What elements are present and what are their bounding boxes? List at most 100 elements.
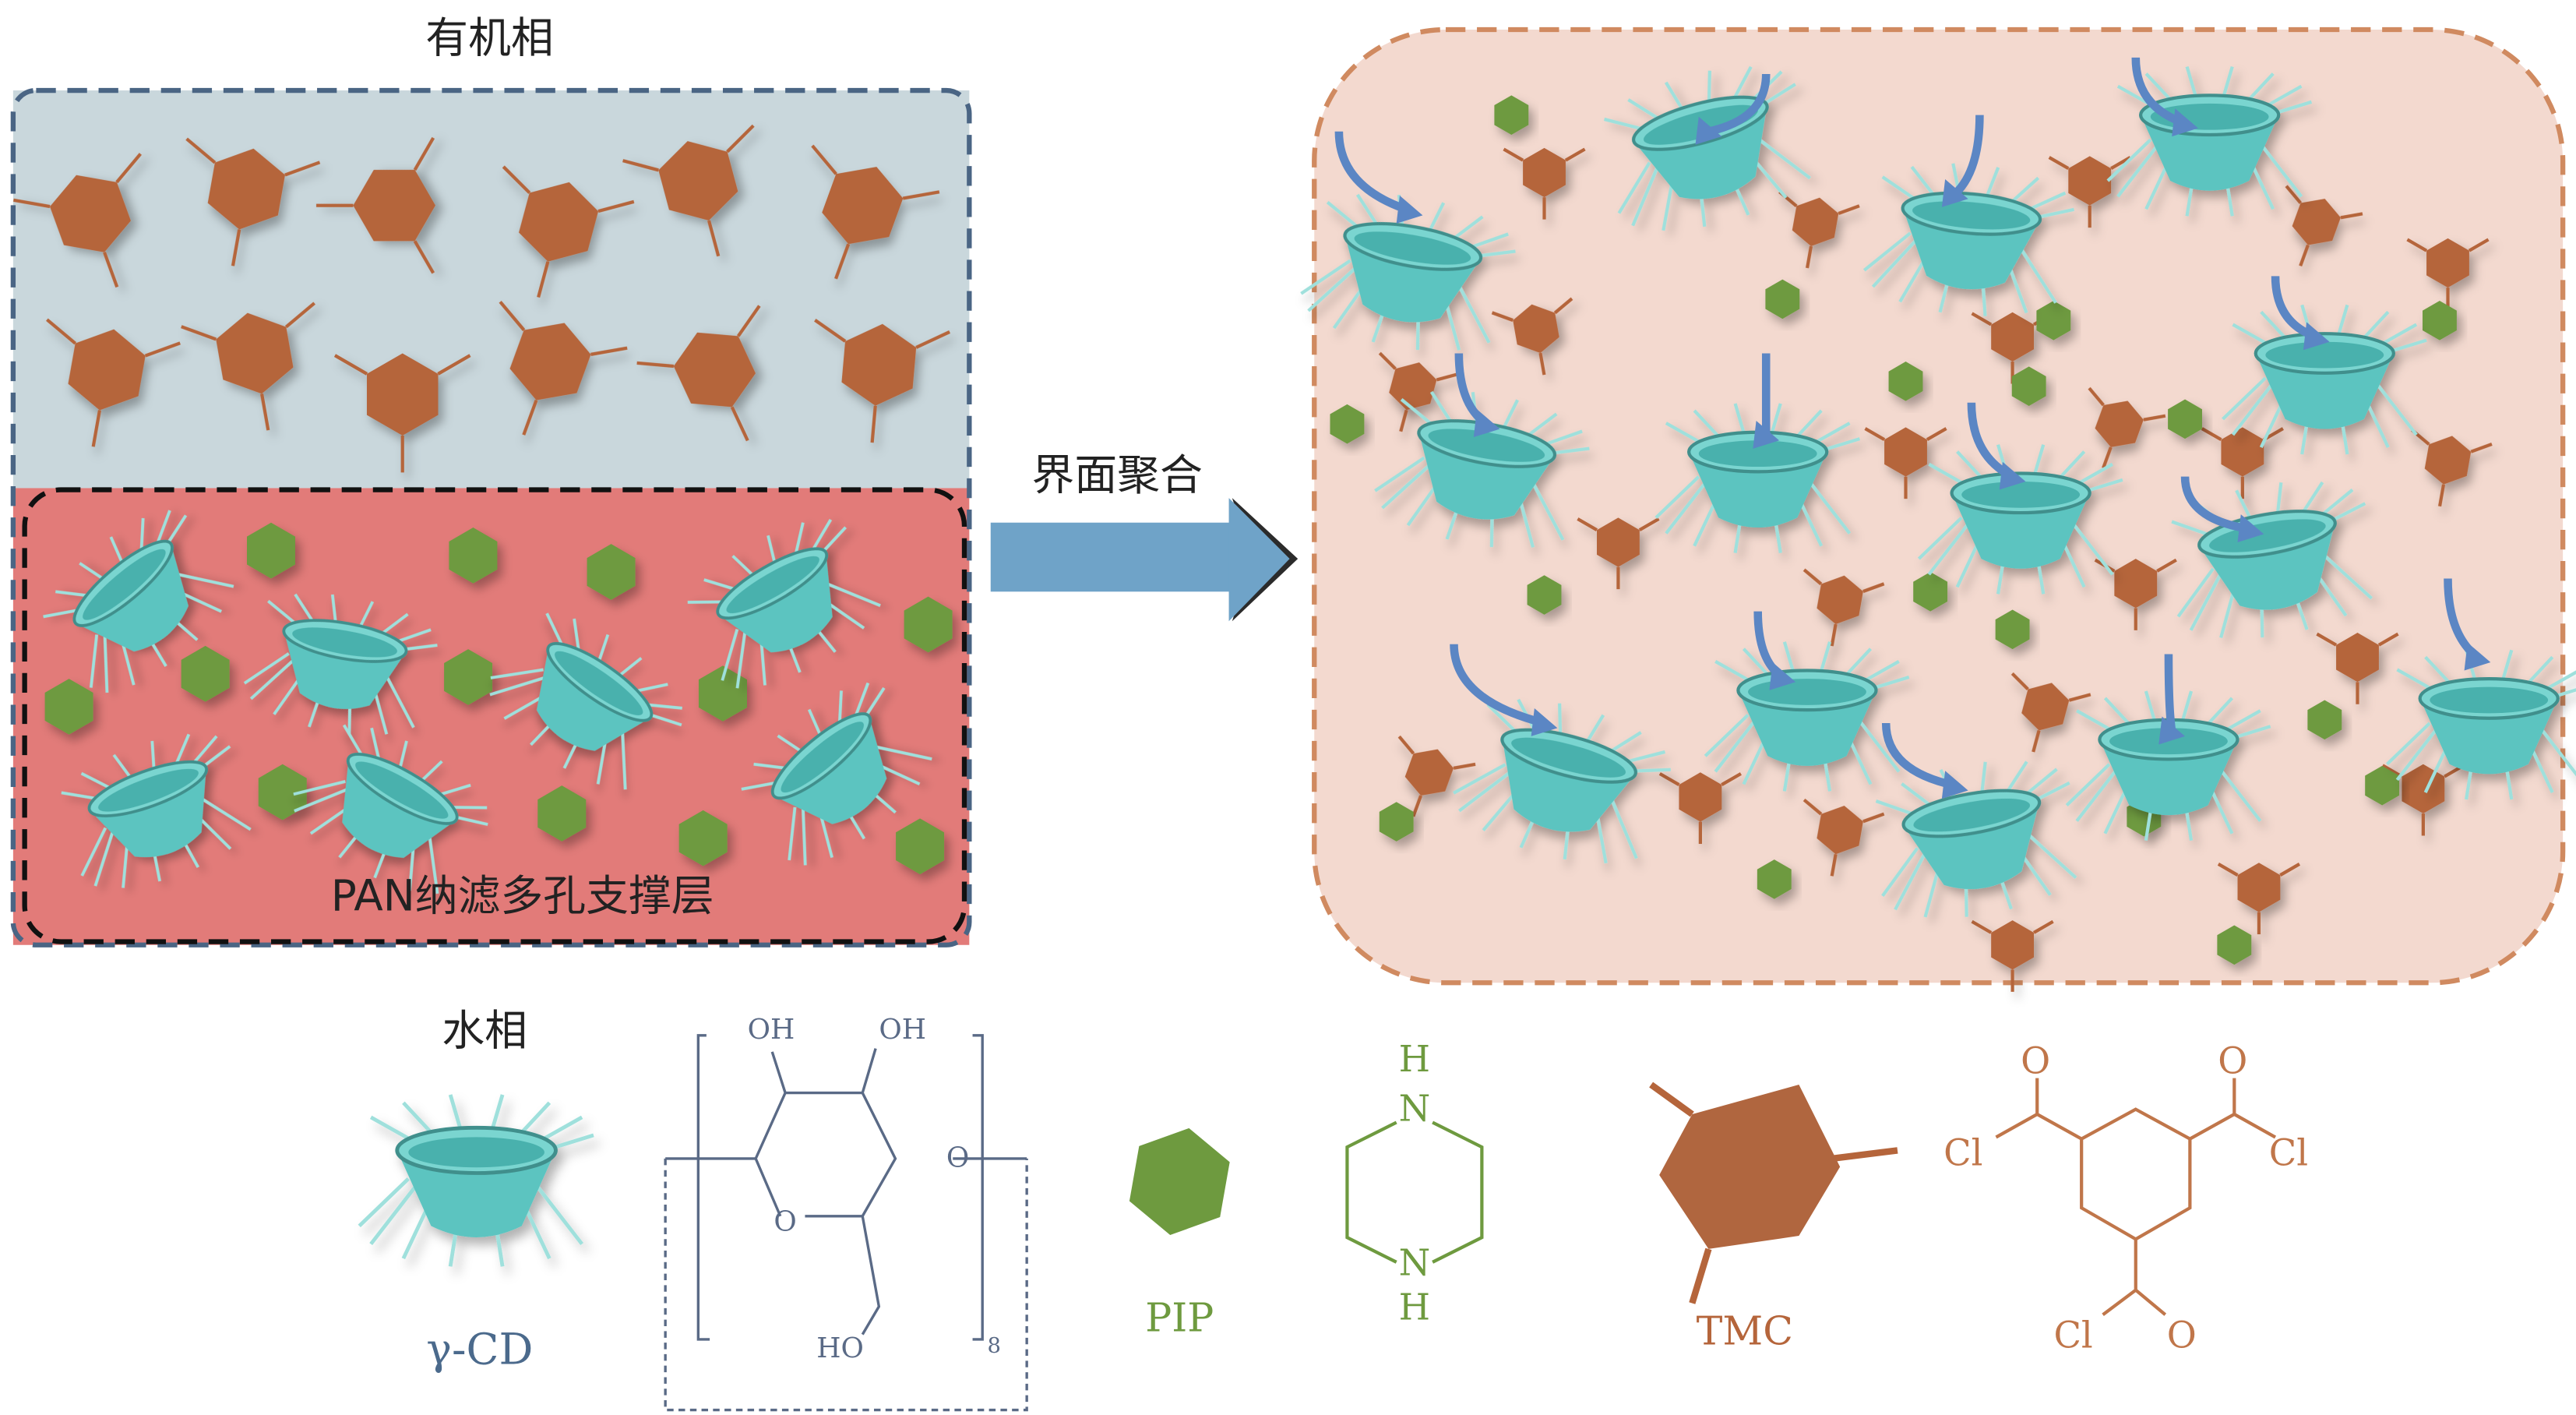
tmc-arm: [2279, 863, 2301, 877]
process-label: 界面聚合: [1031, 450, 1202, 500]
tmc-arm: [499, 300, 526, 332]
gcd-hydroxyl-line: [1733, 403, 1746, 437]
gcd-cup-cavity: [726, 556, 819, 614]
gcd-hydroxyl-line: [766, 535, 777, 566]
gcd-hydroxyl-line: [1610, 799, 1638, 859]
tmc-arm: [1658, 772, 1680, 786]
gcd-hydroxyl-line: [837, 690, 843, 726]
tmc-arm: [1862, 582, 1885, 594]
gcd-hydroxyl-line: [1501, 399, 1520, 432]
gcd-cup-cavity: [2430, 686, 2549, 714]
tmc-molecule-icon: [499, 300, 628, 436]
gcd-hydroxyl-line: [621, 732, 627, 790]
gcd-cup-cavity: [1748, 679, 1866, 705]
gcd-cup-cavity: [1913, 798, 2031, 832]
pip-molecule-icon: [1379, 802, 1414, 842]
tmc-label: TMC: [1697, 1307, 1793, 1353]
gcd-hydroxyl-line: [2008, 176, 2040, 206]
tmc-molecule-icon: [814, 319, 951, 443]
inclusion-arrow-icon: [1881, 722, 1956, 790]
tmc-arm: [103, 252, 119, 288]
gcd-hydroxyl-line: [536, 1185, 584, 1246]
gcd-hydroxyl-line: [1607, 731, 1642, 755]
gcd-cup-icon: [2065, 690, 2271, 842]
tmc-arm: [413, 240, 435, 274]
gcd-hydroxyl-line: [358, 1177, 410, 1228]
gcd-hydroxyl-line: [1532, 483, 1565, 541]
gcd-hydroxyl-line: [1731, 65, 1753, 103]
tmc-arm: [814, 319, 847, 343]
tmc-arm: [2032, 729, 2041, 753]
gcd-hydroxyl-line: [2020, 249, 2057, 304]
gcd-hydroxyl-line: [1894, 853, 1926, 911]
tmc-cl2: Cl: [2269, 1131, 2308, 1173]
gcd-hydroxyl-line: [2231, 383, 2273, 436]
tmc-molecule-icon: [622, 124, 755, 257]
gcd-hydroxyl-line: [2222, 376, 2267, 421]
tmc-molecule-icon: [2048, 156, 2131, 228]
tmc-molecule-icon: [1577, 517, 1660, 590]
gcd-hydroxyl-line: [80, 771, 114, 791]
tmc-arm: [1926, 427, 1947, 442]
tmc-hexagon: [2068, 156, 2112, 206]
tmc-arm: [2316, 632, 2338, 647]
tmc-arm: [597, 199, 635, 213]
tmc-arm: [2032, 919, 2054, 934]
gcd-hydroxyl-line: [1429, 390, 1454, 426]
tmc-molecule-icon: [45, 318, 181, 447]
arrow-head-icon: [2303, 322, 2330, 351]
tmc-o3: O: [2167, 1314, 2197, 1356]
gcd-hydroxyl-line: [80, 827, 107, 877]
tmc-hexagon: [841, 323, 917, 406]
tmc-molecule-icon: [2088, 386, 2166, 469]
gcd-hydroxyl-line: [876, 745, 932, 760]
tmc-arm: [730, 406, 749, 442]
tmc-arm: [1805, 245, 1813, 269]
tmc-arm: [1411, 795, 1423, 817]
gcd-hydroxyl-line: [1901, 782, 1934, 809]
tmc-molecule-icon: [2217, 863, 2301, 935]
gcd-cup-icon: [1374, 390, 1590, 549]
tmc-hexagon: [49, 175, 132, 252]
gcd-hydroxyl-line: [2028, 834, 2077, 880]
gcd-cup-cavity: [2209, 519, 2326, 552]
gcd-ho: HO: [816, 1332, 864, 1364]
tmc-arm: [1538, 352, 1546, 376]
tmc-arm: [2299, 244, 2310, 266]
tmc-hexagon: [2292, 199, 2341, 245]
tmc-arm: [144, 341, 181, 358]
gcd-cup-cavity: [555, 651, 643, 715]
pip-molecule-icon: [2217, 925, 2252, 965]
tmc-molecule-icon: [636, 305, 761, 442]
arrow-head-icon: [1769, 662, 1796, 690]
arrow-head-icon: [1531, 708, 1558, 736]
tmc-structure: O Cl O Cl Cl O: [1943, 1039, 2308, 1356]
gcd-hydroxyl-line: [2500, 649, 2514, 683]
tmc-arm: [2110, 156, 2131, 171]
tmc-arm: [1436, 372, 1459, 382]
gcd-hydroxyl-line: [55, 590, 91, 598]
gcd-hydroxyl-line: [2176, 567, 2215, 618]
gcd-hydroxyl-line: [2525, 655, 2554, 687]
gcd-hydroxyl-line: [2377, 383, 2418, 436]
tmc-arm: [1830, 853, 1838, 877]
process-arrow: [990, 498, 1299, 622]
pip-molecule-icon: [1494, 95, 1529, 135]
gcd-cup-icon: [1300, 193, 1516, 351]
gcd-hydroxyl-line: [2299, 481, 2324, 517]
tmc-arm: [1721, 772, 1742, 786]
tmc-arm: [2217, 863, 2239, 877]
gcd-hydroxyl-line: [2424, 655, 2454, 687]
tmc-arm: [915, 330, 951, 349]
tmc-arm: [1830, 623, 1838, 647]
pip-molecule-icon: [587, 544, 636, 600]
tmc-hexagon: [1991, 920, 2035, 970]
gcd-cup-icon: [358, 1094, 594, 1267]
gcd-cup-cavity: [1511, 737, 1626, 778]
gcd-hydroxyl-line: [1881, 847, 1919, 898]
gcd-hydroxyl-line: [1307, 267, 1356, 312]
tmc-hexagon: [353, 169, 435, 242]
pip-structure: H N N H: [1345, 1038, 1484, 1329]
gcd-hydroxyl-line: [2032, 444, 2046, 478]
